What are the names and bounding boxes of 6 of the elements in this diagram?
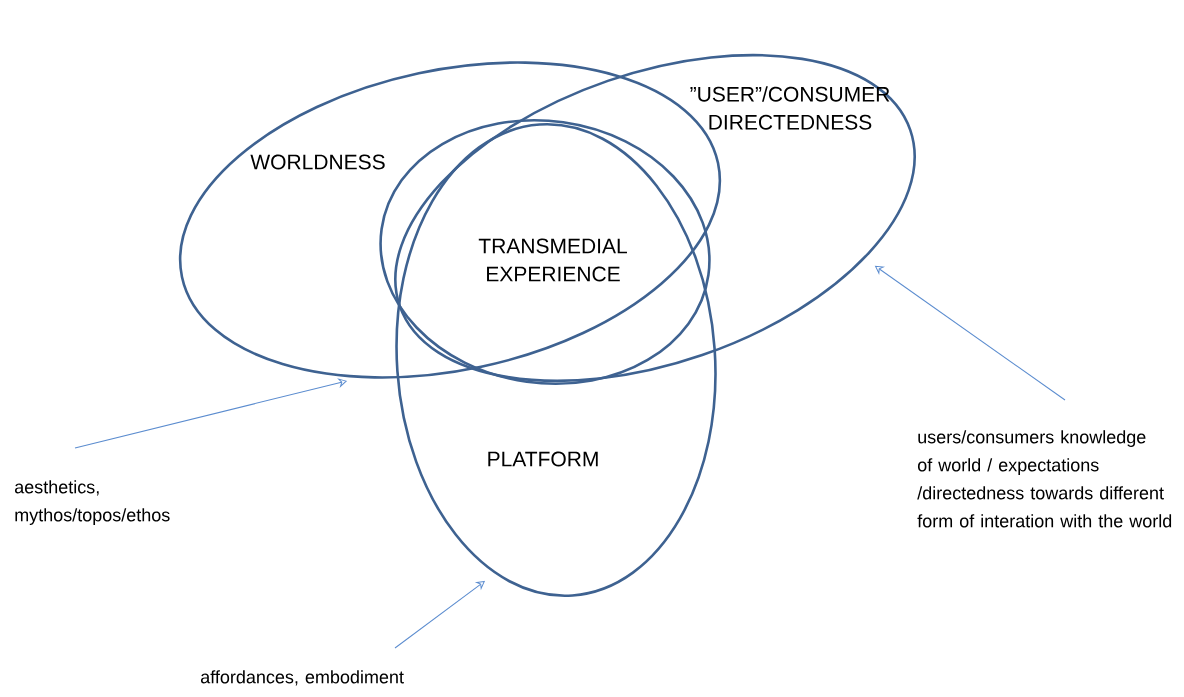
arrow [74, 378, 347, 449]
annotation-text: affordances, embodiment [200, 670, 404, 686]
annotation-text: users/consumers knowledge of world / expectations /directedness towards different form of interation with the world [917, 430, 1172, 528]
annotation-text: aesthetics, mythos/topos/ethos [14, 480, 170, 525]
arrow [394, 580, 485, 649]
arrow [875, 265, 1066, 401]
